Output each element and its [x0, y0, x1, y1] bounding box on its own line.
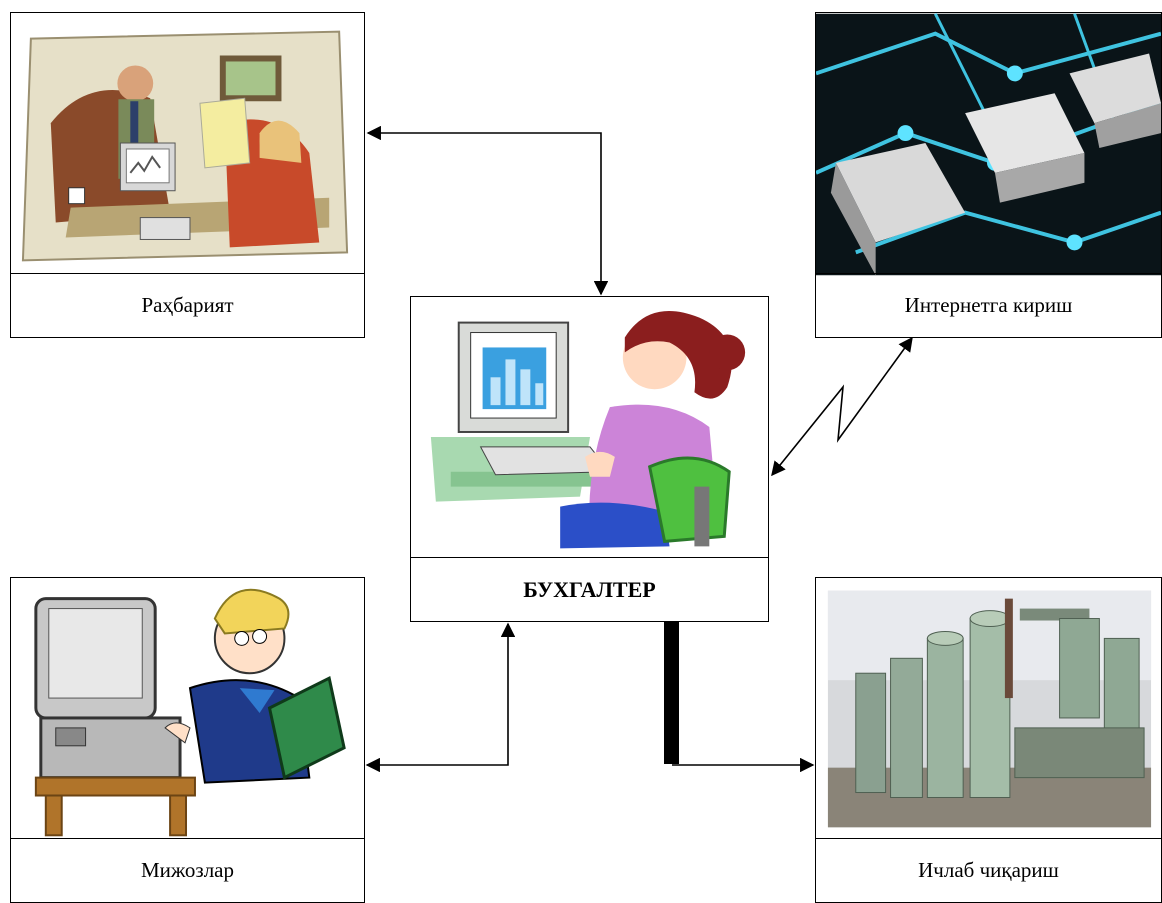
node-management: Раҳбарият	[10, 12, 365, 338]
edge-clients-accountant	[365, 622, 516, 773]
woman-at-computer-icon	[430, 310, 746, 549]
node-accountant: БУХГАЛТЕР	[410, 296, 769, 622]
office-meeting-icon	[21, 30, 349, 262]
node-clients: Мижозлар	[10, 577, 365, 903]
edge-internet-accountant	[771, 336, 913, 477]
accountant-label: БУХГАЛТЕР	[411, 557, 768, 621]
factory-silos-icon	[827, 590, 1152, 828]
edge-production-bar	[664, 622, 679, 764]
internet-label: Интернетга кириш	[816, 273, 1161, 337]
internet-illustration	[816, 13, 1161, 276]
management-illustration	[11, 13, 364, 276]
clients-label: Мижозлар	[11, 838, 364, 902]
production-label: Ичлаб чиқариш	[816, 838, 1161, 902]
edge-management-accountant	[366, 125, 609, 296]
keyboard-keys-icon	[816, 13, 1161, 276]
accountant-illustration	[411, 297, 768, 560]
man-with-computer-icon	[34, 588, 346, 837]
node-production: Ичлаб чиқариш	[815, 577, 1162, 903]
node-internet: Интернетга кириш	[815, 12, 1162, 338]
clients-illustration	[11, 578, 364, 841]
production-illustration	[816, 578, 1161, 841]
management-label: Раҳбарият	[11, 273, 364, 337]
